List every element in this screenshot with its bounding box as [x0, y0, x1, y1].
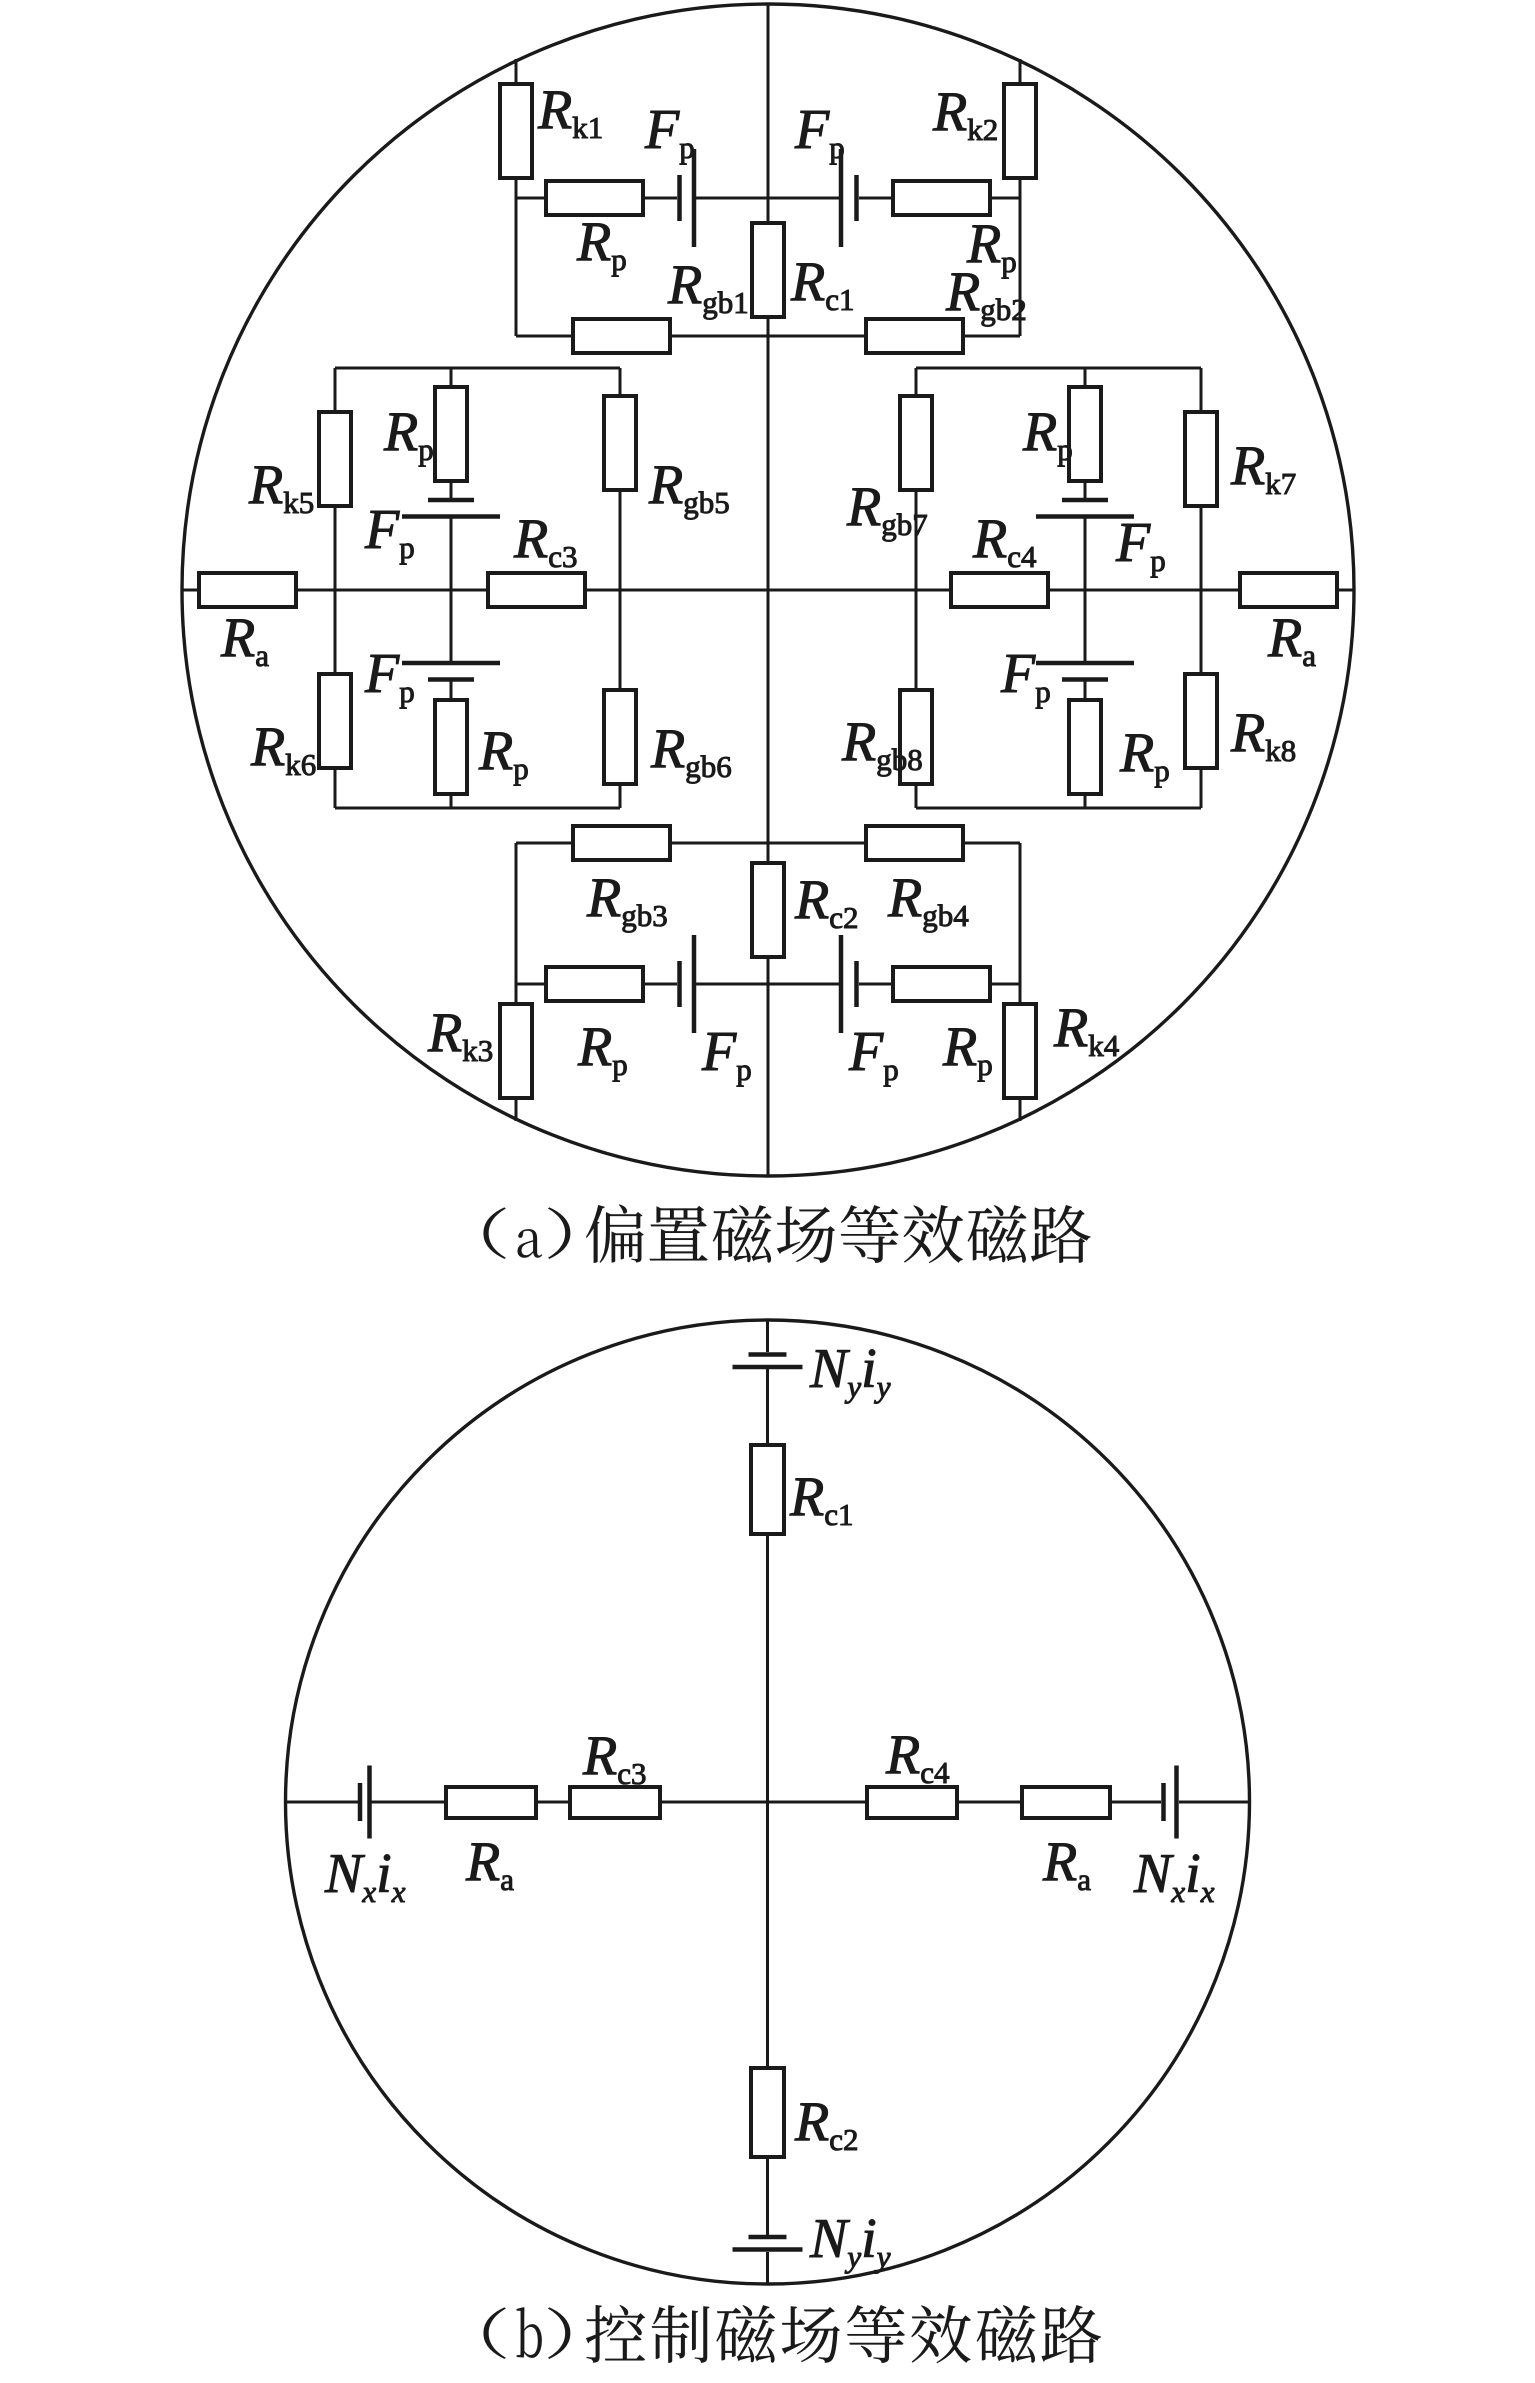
svg-text:Rp: Rp: [966, 213, 1017, 279]
svg-text:Rc1: Rc1: [789, 1466, 853, 1532]
svg-text:Ra: Ra: [220, 607, 269, 673]
svg-text:Rgb6: Rgb6: [650, 718, 732, 784]
svg-text:Nxix: Nxix: [324, 1843, 406, 1909]
svg-text:Rk7: Rk7: [1230, 435, 1296, 501]
svg-text:Rc2: Rc2: [794, 2091, 858, 2157]
svg-text:Rgb2: Rgb2: [945, 261, 1027, 327]
svg-text:Ra: Ra: [465, 1831, 514, 1897]
svg-text:Rc3: Rc3: [513, 508, 577, 574]
svg-text:Rgb4: Rgb4: [887, 867, 969, 933]
svg-text:Rp: Rp: [478, 720, 529, 786]
svg-text:Rgb8: Rgb8: [841, 711, 923, 777]
svg-text:Ra: Ra: [1267, 607, 1316, 673]
svg-text:Rgb3: Rgb3: [586, 867, 668, 933]
svg-text:Fp: Fp: [848, 1021, 899, 1087]
svg-text:Rk6: Rk6: [250, 716, 316, 782]
svg-text:Rgb7: Rgb7: [846, 476, 928, 542]
svg-text:Rc4: Rc4: [972, 508, 1037, 574]
svg-text:Rc4: Rc4: [885, 1724, 950, 1790]
svg-text:Ra: Ra: [1042, 1831, 1091, 1897]
svg-text:Rgb1: Rgb1: [667, 254, 749, 320]
svg-text:Rp: Rp: [383, 401, 434, 467]
svg-text:Fp: Fp: [701, 1021, 752, 1087]
svg-text:Rk3: Rk3: [427, 1002, 493, 1068]
svg-text:Rp: Rp: [576, 211, 627, 277]
svg-text:Rp: Rp: [577, 1016, 628, 1082]
svg-text:Rk2: Rk2: [932, 81, 998, 147]
svg-text:Fp: Fp: [364, 643, 415, 709]
svg-text:Fp: Fp: [794, 99, 845, 165]
svg-text:Rk4: Rk4: [1053, 997, 1120, 1063]
svg-text:Fp: Fp: [644, 99, 695, 165]
svg-text:Rk1: Rk1: [537, 79, 603, 145]
svg-text:Fp: Fp: [1115, 512, 1166, 578]
svg-text:Nxix: Nxix: [1133, 1843, 1215, 1909]
svg-text:Rk8: Rk8: [1230, 702, 1296, 768]
svg-text:Rp: Rp: [1119, 722, 1170, 788]
svg-text:Fp: Fp: [364, 499, 415, 565]
svg-text:Rc1: Rc1: [790, 251, 854, 317]
svg-text:Nyiy: Nyiy: [809, 2208, 891, 2274]
svg-text:Nyiy: Nyiy: [809, 1338, 891, 1404]
svg-text:Rc2: Rc2: [794, 869, 858, 935]
svg-text:Rk5: Rk5: [248, 454, 314, 520]
svg-text:Rp: Rp: [1022, 401, 1073, 467]
svg-text:Rp: Rp: [942, 1016, 993, 1082]
svg-text:Fp: Fp: [1000, 643, 1051, 709]
svg-text:Rc3: Rc3: [582, 1725, 646, 1791]
svg-text:Rgb5: Rgb5: [648, 454, 730, 520]
